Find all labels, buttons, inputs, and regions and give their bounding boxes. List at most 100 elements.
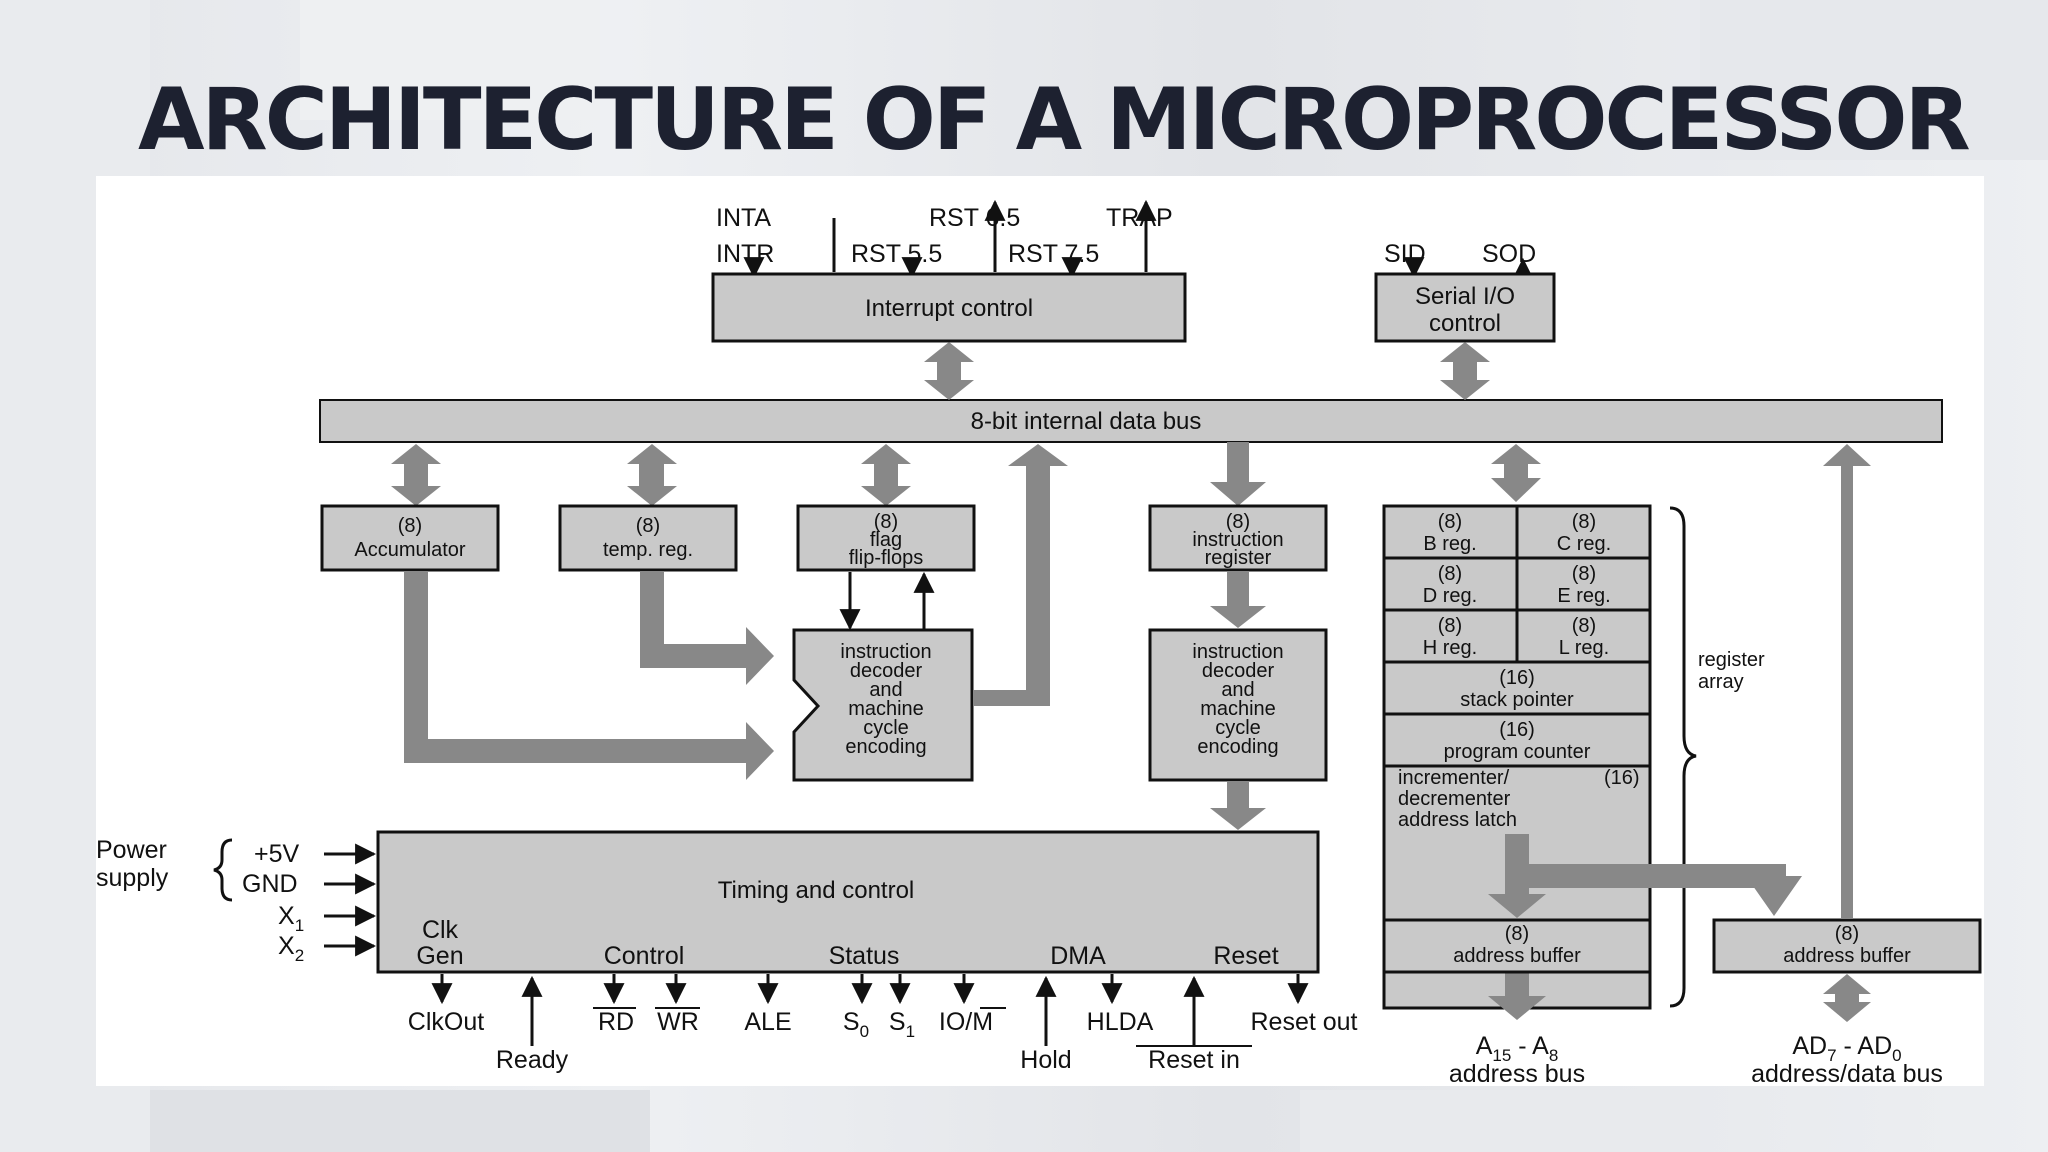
register-array-bus-arrow [1491, 444, 1541, 502]
register-to-address-buffers-arrow [1488, 834, 1802, 918]
flag-flip-flops-block [796, 504, 976, 572]
l-reg-size: (8) [1572, 615, 1596, 637]
intr-label: INTR [716, 240, 774, 268]
bus-to-low-address-arrow [1823, 444, 1871, 918]
accumulator-bus-arrow [391, 444, 441, 506]
plus5v-label: +5V [254, 840, 300, 868]
bus-connections [391, 342, 1871, 918]
decoder-label-4: machine [848, 698, 924, 720]
decoder-to-bus-arrow [974, 444, 1068, 706]
inc-label-3: address latch [1398, 809, 1517, 831]
register-array-label-1: register [1698, 649, 1765, 671]
hlda-label: HLDA [1087, 1008, 1154, 1036]
decoder2-label-4: machine [1200, 698, 1276, 720]
c-reg-size: (8) [1572, 511, 1596, 533]
high-address-bus-label: address bus [1449, 1060, 1585, 1086]
serial-bus-arrow [1440, 342, 1490, 400]
control-signal-arrows [431, 974, 1309, 1046]
address-path-arrows [1488, 834, 1871, 1022]
x1-label: X1 [278, 902, 304, 935]
ir-label-2: register [1205, 547, 1272, 569]
background-tile [150, 1090, 650, 1152]
internal-data-bus [319, 399, 1943, 443]
clk-gen-label-2: Gen [416, 942, 463, 970]
flag-label-2: flip-flops [849, 547, 923, 569]
power-label-1: Power [96, 836, 167, 864]
temp-reg-bus-arrow [627, 444, 677, 506]
ir-to-decoder-arrow [1210, 572, 1266, 628]
background-tile [1700, 0, 2048, 160]
decoder2-label-1: instruction [1192, 641, 1283, 663]
decoder-label-3: and [869, 679, 902, 701]
rd-label: RD [598, 1008, 634, 1036]
clk-gen-label-1: Clk [422, 916, 459, 944]
bus-to-ir-arrow [1210, 442, 1266, 506]
decoder2-label-3: and [1221, 679, 1254, 701]
slide-title: ARCHITECTURE OF A MICROPROCESSOR [138, 70, 1971, 170]
data-bus-label: 8-bit internal data bus [971, 408, 1202, 435]
decoder-block [792, 628, 974, 782]
temp-reg-block [558, 504, 738, 572]
low-address-bidirectional-arrow [1823, 974, 1871, 1022]
low-address-bus-label: address/data bus [1751, 1060, 1943, 1086]
rst75-label: RST 7.5 [1008, 240, 1099, 268]
register-array-label-2: array [1698, 671, 1744, 693]
flag-label-1: flag [870, 529, 902, 551]
microprocessor-block-diagram: INTA RST 6.5 TRAP INTR RST 5.5 RST 7.5 I… [96, 199, 1982, 1088]
pc-label: program counter [1444, 741, 1591, 763]
d-reg-label: D reg. [1423, 585, 1477, 607]
wr-label: WR [657, 1008, 699, 1036]
background-tile [1300, 1090, 1700, 1152]
ir-label-1: instruction [1192, 529, 1283, 551]
low-buffer-label: address buffer [1783, 945, 1911, 967]
trap-label: TRAP [1106, 204, 1173, 232]
power-brace [213, 838, 233, 902]
machine-cycle-decoder-block [1148, 628, 1328, 782]
e-reg-size: (8) [1572, 563, 1596, 585]
d-reg-size: (8) [1438, 563, 1462, 585]
ir-size: (8) [1226, 511, 1250, 533]
low-address-buffer-block [1712, 918, 1982, 974]
pc-size: (16) [1499, 719, 1535, 741]
status-group-label: Status [829, 942, 900, 970]
l-reg-label: L reg. [1559, 637, 1609, 659]
accumulator-size: (8) [398, 515, 422, 537]
temp-reg-label: temp. reg. [603, 539, 693, 561]
accumulator-to-decoder-arrow [404, 572, 774, 780]
ale-label: ALE [744, 1008, 791, 1036]
accumulator-block [320, 504, 500, 572]
e-reg-label: E reg. [1557, 585, 1610, 607]
decoder2-label-6: encoding [1197, 736, 1278, 758]
decoder-to-timing-arrow [1210, 782, 1266, 830]
hold-label: Hold [1020, 1046, 1071, 1074]
s0-label: S0 [843, 1008, 869, 1041]
decoder-label-5: cycle [863, 717, 909, 739]
reset-group-label: Reset [1213, 942, 1278, 970]
s1-label: S1 [889, 1008, 915, 1041]
high-address-bus-name: A15 - A8 [1476, 1032, 1559, 1065]
b-reg-label: B reg. [1423, 533, 1476, 555]
flag-bus-arrow [861, 444, 911, 506]
flag-size: (8) [874, 511, 898, 533]
rst55-label: RST 5.5 [851, 240, 942, 268]
interrupt-bus-arrow [924, 342, 974, 400]
b-reg-size: (8) [1438, 511, 1462, 533]
inc-label-2: decrementer [1398, 788, 1511, 810]
high-buffer-label: address buffer [1453, 945, 1581, 967]
temp-reg-size: (8) [636, 515, 660, 537]
high-buffer-size: (8) [1505, 923, 1529, 945]
accumulator-label: Accumulator [354, 539, 465, 561]
gnd-label: GND [242, 870, 298, 898]
inc-label-1: incrementer/ [1398, 767, 1510, 789]
sod-label: SOD [1482, 240, 1536, 268]
instruction-register-block [1148, 504, 1328, 572]
timing-control-label: Timing and control [718, 877, 915, 904]
serial-io-label-1: Serial I/O [1415, 283, 1515, 310]
power-label-2: supply [96, 864, 169, 892]
serial-io-label-2: control [1429, 310, 1501, 337]
h-reg-size: (8) [1438, 615, 1462, 637]
background-tile [300, 0, 600, 120]
temp-reg-to-decoder-arrow [640, 572, 774, 685]
diagram-panel: INTA RST 6.5 TRAP INTR RST 5.5 RST 7.5 I… [96, 176, 1984, 1088]
decoder-label-1: instruction [840, 641, 931, 663]
